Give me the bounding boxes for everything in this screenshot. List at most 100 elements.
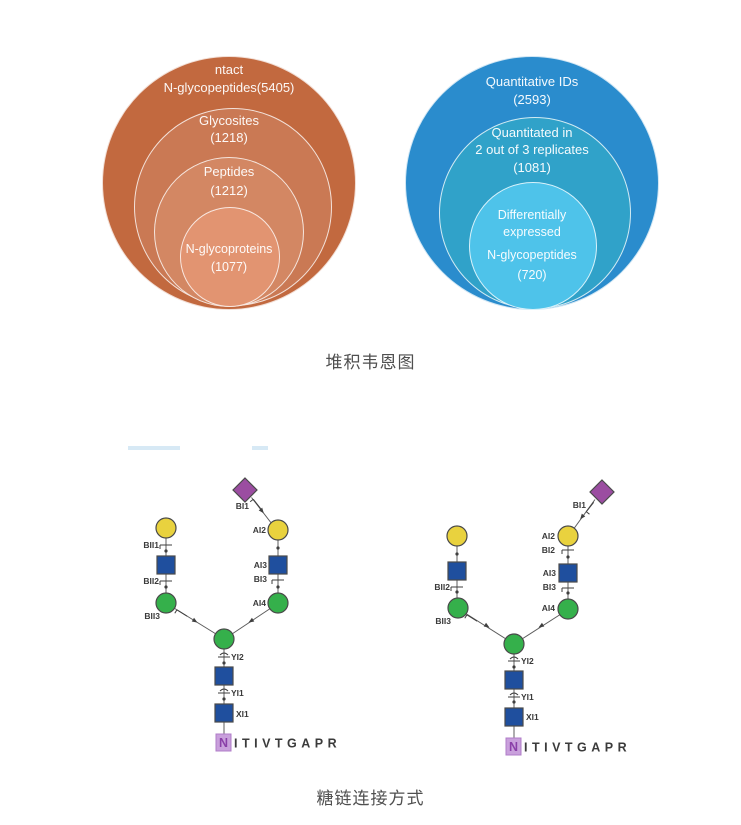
venn-right-ring3-line4: (720) [517, 268, 547, 282]
mannose-circle-icon [267, 592, 289, 614]
cleavage-tick-bii3 [174, 609, 188, 617]
fragment-label-ai2: AI2 [253, 525, 267, 535]
glcnac-square-icon [268, 555, 288, 575]
glycan-diagram-right: BI1 AI2 BI2 AI3 BI3 AI4 BII2 BII3 YI2 YI… [434, 479, 631, 756]
bond-dot [164, 549, 168, 553]
cleavage-tick-bi1 [585, 501, 595, 515]
bond-arrow [258, 507, 264, 514]
glcnac-square-icon [558, 563, 578, 583]
venn-panel-right: Quantitative IDs (2593) Quantitated in 2… [405, 56, 659, 310]
bond-dot [512, 700, 516, 704]
venn-right-ring1-line1: Quantitative IDs [485, 74, 579, 89]
cleavage-tick-bii1 [159, 544, 172, 549]
venn-right-ring-3 [469, 182, 597, 310]
fragment-label-bii3: BII3 [435, 616, 451, 626]
glycosite-residue: N [219, 736, 228, 750]
venn-left-ring4-line2: (1077) [210, 260, 248, 274]
cleavage-tick-bi2 [561, 549, 574, 554]
fragment-label-xi1: XI1 [526, 712, 539, 722]
peptide-sequence: ITIVTGAPR [524, 741, 631, 755]
fragment-label-bi2: BI2 [542, 545, 556, 555]
bond-dot [512, 665, 516, 669]
glcnac-square-icon [156, 555, 176, 575]
glcnac-square-icon [447, 561, 467, 581]
cleavage-tick-yi1 [218, 688, 230, 694]
glcnac-square-icon [214, 703, 234, 723]
cleavage-tick-yi2 [218, 652, 230, 658]
fragment-label-bii3: BII3 [144, 611, 160, 621]
venn-right-ring2-line3: (1081) [513, 160, 551, 175]
fragment-label-xi1: XI1 [236, 709, 249, 719]
bond-arrow [483, 622, 490, 628]
venn-left-ring1-line1: ntact [214, 62, 244, 77]
venn-right-ring2-line1: Quantitated in [491, 125, 573, 140]
bond-dot [566, 591, 570, 595]
galactose-circle-icon [155, 517, 177, 539]
venn-right-ring1-line2: (2593) [513, 92, 551, 107]
cleavage-tick-bi3 [561, 587, 574, 592]
cleavage-tick-bii2 [450, 586, 463, 591]
venn-left-ring-4 [180, 207, 280, 307]
venn-caption: 堆积韦恩图 [325, 353, 416, 372]
bond-dot [222, 697, 226, 701]
neu5ac-diamond-icon [589, 479, 615, 505]
cleavage-tick-yi1 [508, 692, 520, 698]
fragment-label-bii1: BII1 [143, 540, 159, 550]
bond-arrow [580, 513, 586, 520]
bond-arrow [248, 617, 255, 623]
neu5ac-diamond-icon [232, 477, 258, 503]
cleavage-tick-bii3 [464, 614, 478, 622]
venn-panel-left: ntact N-glycopeptides(5405) Glycosites (… [102, 56, 356, 310]
glycosite-residue: N [509, 740, 518, 754]
fragment-label-yi2: YI2 [231, 652, 244, 662]
venn-right-ring3-line2: expressed [503, 225, 561, 239]
bond-arrow [538, 622, 545, 628]
venn-right-ring3-line1: Differentially [497, 208, 567, 222]
bond-arrow [191, 617, 198, 623]
fragment-label-ai2: AI2 [542, 531, 556, 541]
fragment-label-bi1: BI1 [236, 501, 250, 511]
bond-dot [276, 546, 280, 550]
galactose-circle-icon [446, 525, 468, 547]
galactose-circle-icon [557, 525, 579, 547]
fragment-label-ai3: AI3 [254, 560, 268, 570]
cleavage-tick-yi2 [508, 656, 520, 662]
fragment-label-bii2: BII2 [143, 576, 159, 586]
fragment-label-ai4: AI4 [253, 598, 267, 608]
bond-dot [164, 585, 168, 589]
glycan-diagram-left: BI1 AI2 BII1 BII2 BII3 AI3 BI3 AI4 YI2 Y… [143, 477, 341, 752]
mannose-circle-icon [557, 598, 579, 620]
bond-dot [566, 555, 570, 559]
mannose-circle-icon [213, 628, 235, 650]
cleavage-tick-bi3 [271, 579, 284, 584]
fragment-label-bi3: BI3 [543, 582, 557, 592]
fragment-label-yi2: YI2 [521, 656, 534, 666]
venn-left-ring1-line2: N-glycopeptides(5405) [163, 80, 295, 95]
bond-dot [222, 661, 226, 665]
fragment-label-ai3: AI3 [543, 568, 557, 578]
venn-right-ring2-line2: 2 out of 3 replicates [475, 142, 589, 157]
bond-dot [455, 590, 459, 594]
venn-left-ring3-line1: Peptides [203, 164, 255, 179]
mannose-circle-icon [503, 633, 525, 655]
bond-dot [276, 585, 280, 589]
venn-left-ring4-line1: N-glycoproteins [185, 242, 273, 256]
fragment-label-bi3: BI3 [254, 574, 268, 584]
mannose-circle-icon [155, 592, 177, 614]
glcnac-square-icon [504, 707, 524, 727]
venn-left-ring2-line1: Glycosites [199, 113, 259, 128]
fragment-label-yi1: YI1 [521, 692, 534, 702]
cleavage-tick-bii2 [159, 580, 172, 585]
galactose-circle-icon [267, 519, 289, 541]
glycosite-highlight [215, 733, 232, 752]
artifact-highlight [128, 446, 180, 450]
glycan-caption: 糖链连接方式 [316, 789, 425, 808]
cleavage-tick-bi1 [249, 498, 262, 510]
venn-right-ring3-line3: N-glycopeptides [487, 248, 577, 262]
bond-dot [455, 552, 459, 556]
glycosite-highlight [505, 737, 522, 756]
peptide-sequence: ITIVTGAPR [234, 737, 341, 751]
fragment-label-bii2: BII2 [434, 582, 450, 592]
venn-left-ring2-line2: (1218) [210, 130, 248, 145]
